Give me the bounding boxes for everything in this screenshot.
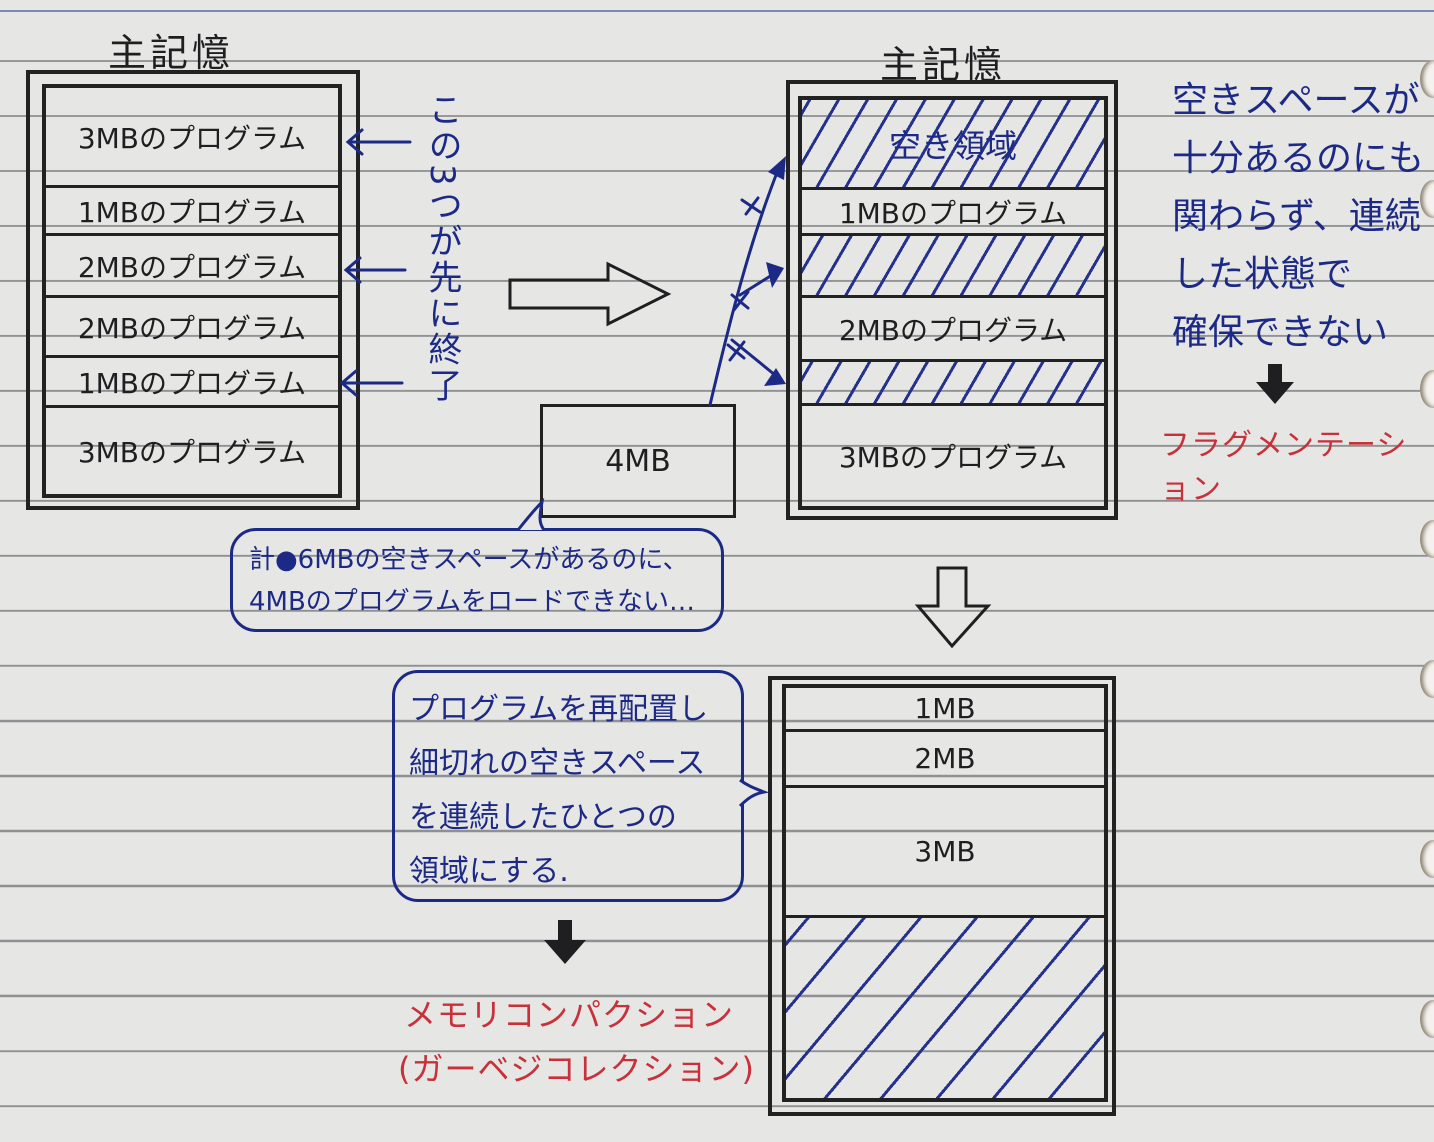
compaction-alias: (ガーベジコレクション): [398, 1050, 755, 1088]
after-segment-1mb: 1MBのプログラム: [802, 190, 1104, 236]
problem-speech-bubble: 計●6MBの空きスペースがあるのに、 4MBのプログラムをロードできない…: [230, 528, 724, 632]
free-region-label: 空き領域: [888, 126, 1017, 165]
before-segment-3mb-b: 3MBのプログラム: [77, 436, 307, 469]
compaction-term: メモリコンパクション: [404, 996, 735, 1034]
terminated-arrows: [339, 128, 412, 397]
solution-line-1: プログラムを再配置し: [409, 692, 709, 727]
bubble-tail: [516, 497, 546, 531]
compacted-free-region: [786, 918, 1104, 1098]
problem-line-1: 計●6MBの空きスペースがあるのに、: [249, 545, 689, 575]
solution-line-3: を連続したひとつの: [409, 800, 677, 835]
note-line-2: 十分あるのにも: [1172, 138, 1425, 179]
solution-bubble-tail: [738, 778, 770, 808]
compacted-memory-outer: [768, 676, 1116, 1116]
compacted-segment-3mb: 3MB: [786, 788, 1104, 918]
before-memory-outer: [26, 70, 360, 510]
after-segment-3mb: 3MBのプログラム: [838, 441, 1068, 474]
before-segment-3mb-a: 3MBのプログラム: [46, 88, 338, 188]
free-region-3: [802, 362, 1104, 406]
compacted-segment-1mb: 1MB: [786, 688, 1104, 732]
compacted-segment-2mb: 2MB: [786, 732, 1104, 788]
solution-line-2: 細切れの空きスペース: [409, 746, 706, 781]
before-segment-2mb-a: 2MBのプログラム: [46, 236, 338, 298]
compacted-memory-block: 1MB 2MB 3MB: [782, 684, 1108, 1102]
incoming-program-label: 4MB: [605, 443, 671, 479]
before-segment-2mb-b: 2MBのプログラム: [46, 298, 338, 358]
blocked-allocation-arrows: [708, 156, 786, 407]
problem-line-2: 4MBのプログラムをロードできない…: [249, 587, 696, 617]
after-memory-outer: [786, 80, 1118, 520]
before-segment-1mb-a: 1MBのプログラム: [46, 188, 338, 236]
free-region-2: [802, 236, 1104, 298]
note-line-5: 確保できない: [1172, 312, 1389, 353]
note-line-1: 空きスペースが: [1172, 80, 1420, 121]
before-memory-block: 3MBのプログラム 1MBのプログラム 2MBのプログラム 2MBのプログラム …: [42, 84, 342, 498]
before-segment-1mb-b: 1MBのプログラム: [46, 358, 338, 408]
note-line-3: 関わらず、連続: [1172, 196, 1421, 237]
after-segment-2mb: 2MBのプログラム: [802, 298, 1104, 362]
terminated-annotation: この3つが先に終了: [422, 92, 462, 404]
before-memory-title: 主記憶: [108, 31, 235, 75]
arrow-down-fragmentation-icon: [1256, 364, 1294, 404]
incoming-4mb-program: 4MB: [540, 404, 736, 518]
after-memory-title: 主記憶: [880, 43, 1007, 87]
page-top-margin-line: [0, 10, 1434, 12]
free-region-1: 空き領域: [802, 100, 1104, 190]
note-line-4: した状態で: [1172, 254, 1353, 295]
transition-arrow-right-icon: [508, 261, 672, 327]
fragmentation-term: フラグメンテーション: [1160, 428, 1408, 507]
solution-line-4: 領域にする.: [409, 854, 569, 889]
fragmentation-explanation: 空きスペースが 十分あるのにも 関わらず、連続 した状態で 確保できない: [1172, 72, 1424, 362]
after-memory-block: 空き領域 1MBのプログラム 2MBのプログラム 3MBのプログラム: [798, 96, 1108, 510]
binder-holes: [1420, 40, 1434, 1140]
arrow-down-compaction-icon: [544, 920, 586, 964]
transition-arrow-down-icon: [914, 566, 992, 649]
solution-speech-bubble: プログラムを再配置し 細切れの空きスペース を連続したひとつの 領域にする.: [392, 670, 744, 902]
